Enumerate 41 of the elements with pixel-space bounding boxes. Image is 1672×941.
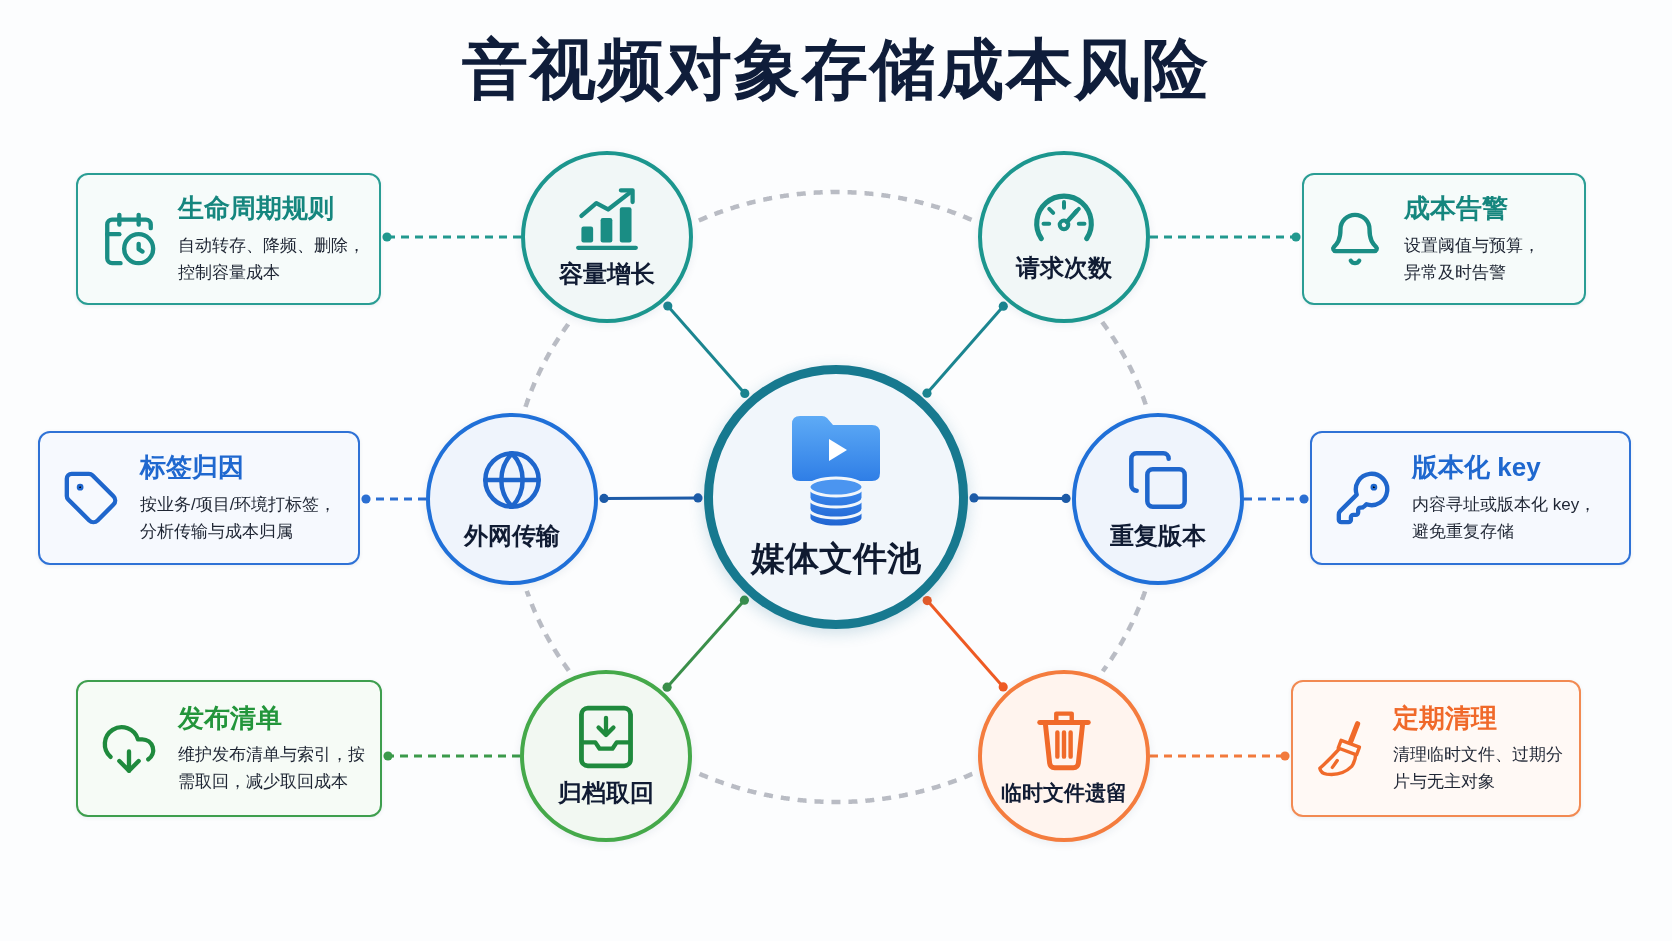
connector-line	[599, 493, 703, 503]
info-card	[1310, 431, 1631, 565]
orbit-arc	[524, 589, 571, 673]
card-description: 按业务/项目/环境打标签，分析传输与成本归属	[140, 493, 338, 543]
diagram-title: 音视频对象存储成本风险	[462, 31, 1210, 108]
hub-label: 媒体文件池	[751, 538, 921, 579]
card-heading: 标签归因	[140, 451, 244, 484]
dashed-connector	[361, 494, 426, 504]
dashed-connector	[1150, 232, 1301, 242]
orbit-arc	[697, 189, 974, 223]
info-card	[1302, 173, 1586, 305]
circle-label: 重复版本	[1110, 522, 1206, 550]
card-description: 内容寻址或版本化 key，避免重复存储	[1412, 493, 1598, 543]
orbit-arc	[696, 771, 974, 805]
info-card	[76, 173, 381, 305]
card-heading: 发布清单	[178, 701, 282, 735]
card-description: 维护发布清单与索引，按需取回，减少取回成本	[178, 744, 366, 794]
connector-line	[922, 596, 1008, 692]
circle-label: 外网传输	[464, 522, 560, 550]
card-description: 自动转存、降频、删除，控制容量成本	[178, 234, 366, 284]
circle-label: 归档取回	[558, 779, 654, 807]
dashed-connector	[383, 751, 520, 761]
dashed-connector	[1150, 751, 1290, 761]
card-heading: 定期清理	[1393, 701, 1497, 735]
info-card	[38, 431, 360, 565]
dashed-connector	[1244, 494, 1309, 504]
circle-label: 请求次数	[1016, 253, 1112, 282]
connector-line	[663, 301, 750, 398]
card-heading: 生命周期规则	[178, 192, 334, 225]
circle-label: 容量增长	[559, 260, 655, 288]
card-heading: 成本告警	[1404, 192, 1508, 225]
card-heading: 版本化 key	[1412, 451, 1541, 484]
circle-label: 临时文件遗留	[1001, 780, 1127, 806]
info-card	[1291, 680, 1581, 817]
card-description: 设置阈值与预算，异常及时告警	[1404, 234, 1541, 284]
info-card	[76, 680, 382, 817]
connector-line	[969, 493, 1071, 503]
card-description: 清理临时文件、过期分片与无主对象	[1393, 744, 1564, 794]
dashed-connector	[382, 232, 521, 242]
connector-line	[922, 301, 1008, 398]
connector-line	[662, 595, 749, 692]
